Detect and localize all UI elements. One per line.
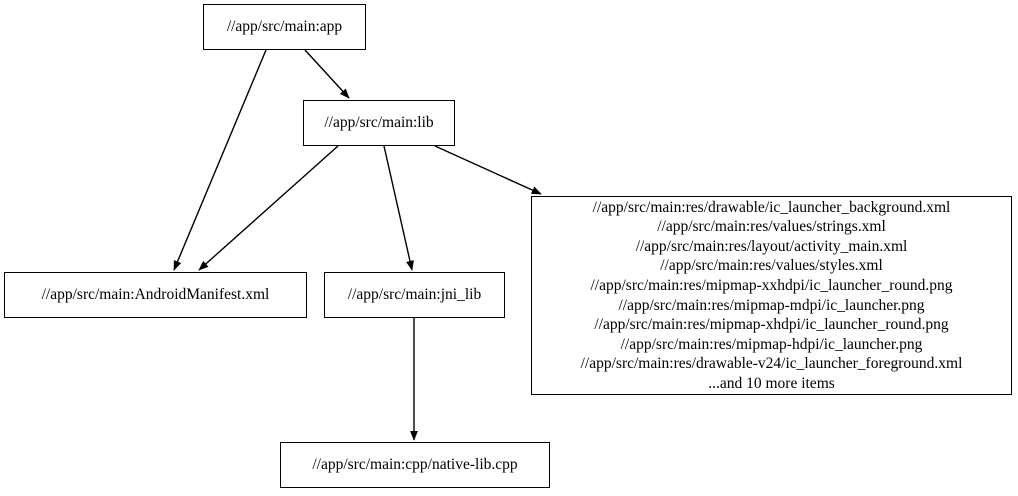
node-jni-lib[interactable]: //app/src/main:jni_lib — [324, 272, 505, 318]
edge-lib-to-manifest — [198, 145, 339, 271]
resource-line: //app/src/main:res/mipmap-xhdpi/ic_launc… — [594, 316, 949, 334]
resource-line: //app/src/main:res/drawable/ic_launcher_… — [592, 198, 951, 216]
node-android-manifest[interactable]: //app/src/main:AndroidManifest.xml — [4, 272, 307, 318]
edge-app-to-lib — [304, 49, 350, 99]
edge-lib-to-resources — [434, 145, 542, 195]
node-native-lib-cpp[interactable]: //app/src/main:cpp/native-lib.cpp — [280, 442, 550, 488]
node-app[interactable]: //app/src/main:app — [203, 4, 366, 50]
resource-line: //app/src/main:res/values/strings.xml — [657, 218, 886, 236]
resource-line: //app/src/main:res/mipmap-xxhdpi/ic_laun… — [590, 276, 953, 294]
node-resources-list[interactable]: //app/src/main:res/drawable/ic_launcher_… — [531, 196, 1012, 395]
edge-lib-to-jni-lib — [383, 145, 414, 271]
resource-line: //app/src/main:res/values/styles.xml — [660, 257, 883, 275]
resource-line: //app/src/main:res/mipmap-hdpi/ic_launch… — [620, 335, 923, 353]
resource-line: //app/src/main:res/layout/activity_main.… — [635, 237, 908, 255]
edge-app-to-manifest — [173, 49, 267, 271]
resource-list-more-label: ...and 10 more items — [708, 374, 835, 392]
node-lib[interactable]: //app/src/main:lib — [303, 100, 455, 146]
resource-line: //app/src/main:res/mipmap-mdpi/ic_launch… — [618, 296, 925, 314]
resource-line: //app/src/main:res/drawable-v24/ic_launc… — [580, 355, 963, 373]
